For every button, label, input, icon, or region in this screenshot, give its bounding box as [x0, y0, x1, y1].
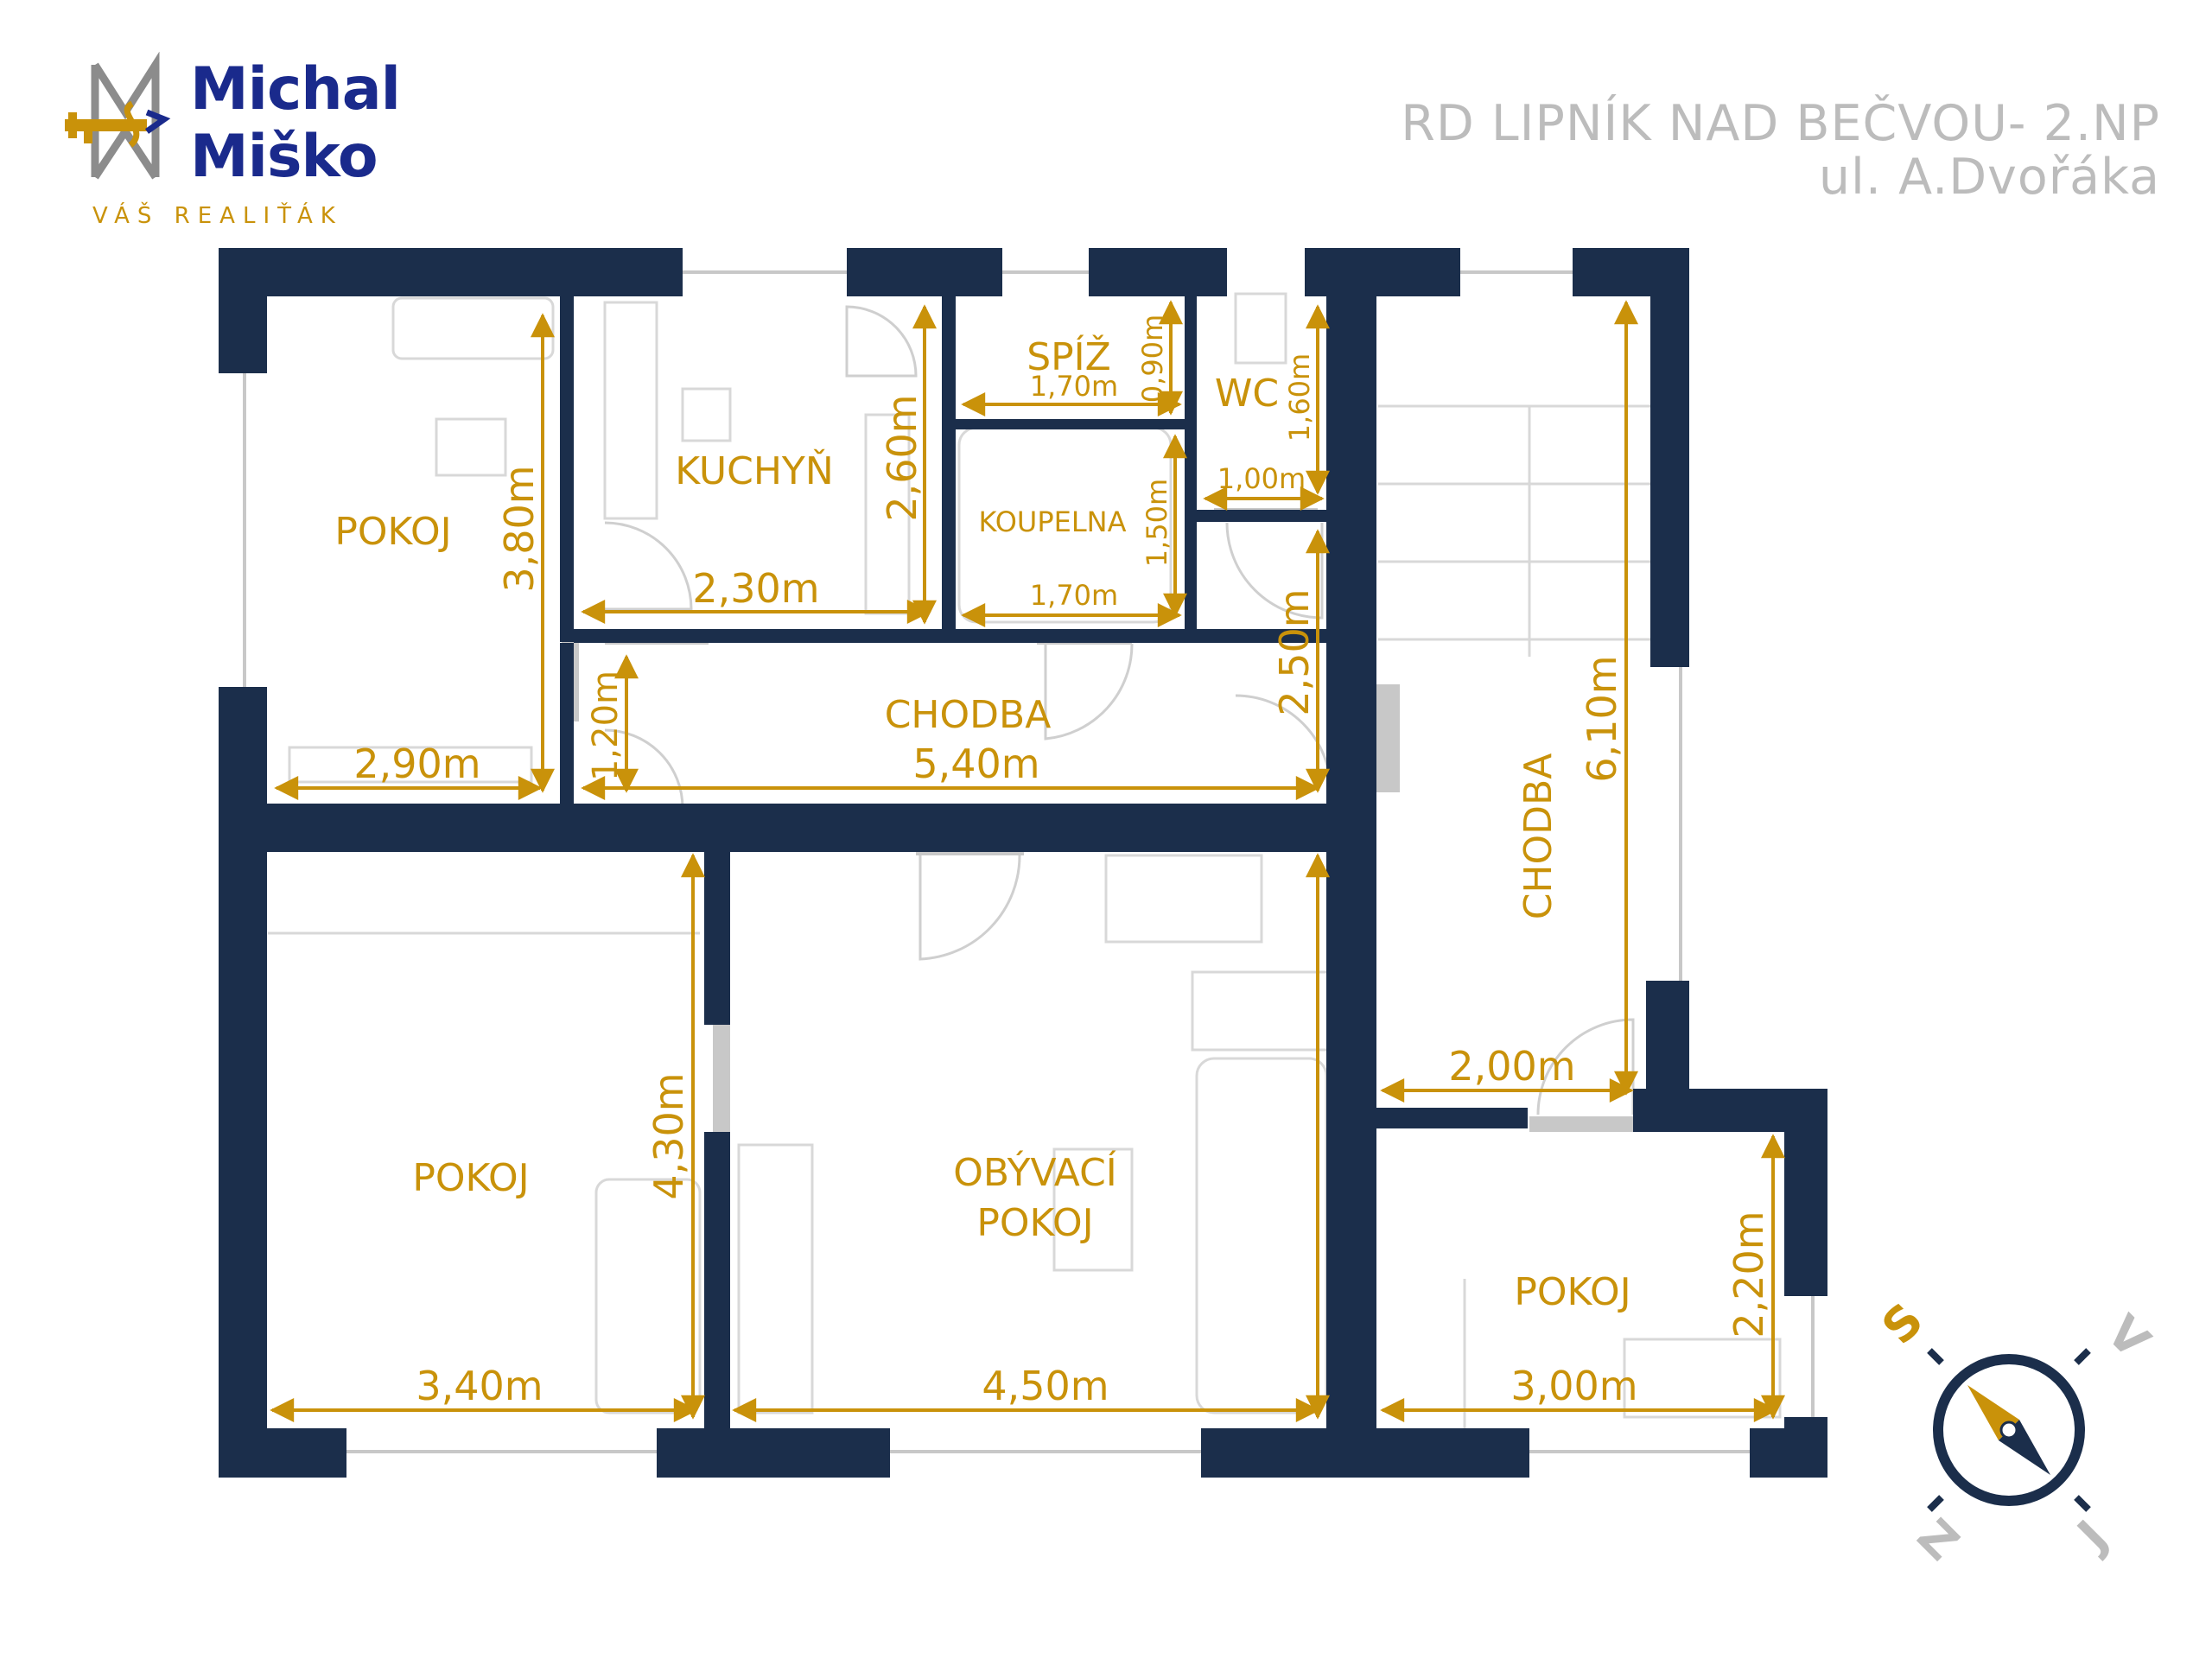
- room-pokoj-sw: POKOJ: [412, 1156, 529, 1200]
- logo-tagline: VÁŠ REALIŤÁK: [92, 203, 343, 229]
- dim-pokoj-se-height: 2,20m: [1726, 1211, 1772, 1338]
- dim-obyvaci-width: 4,50m: [982, 1363, 1109, 1409]
- room-chodba-east: CHODBA: [1516, 753, 1560, 920]
- dim-wc-height: 1,60m: [1283, 353, 1316, 442]
- walls: [219, 248, 1827, 1478]
- room-obyvaci-line2: POKOJ: [976, 1201, 1093, 1245]
- dimension-labels: 3,80m 2,90m 2,60m 2,30m 1,70m 0,90m 1,60…: [353, 315, 1772, 1409]
- dim-kuchyn-width: 2,30m: [692, 565, 819, 612]
- dim-chodba-short: 1,20m: [586, 671, 626, 781]
- dim-pokoj-sw-width: 3,40m: [416, 1363, 543, 1409]
- logo-name-last: Miško: [190, 123, 378, 191]
- room-pokoj-nw: POKOJ: [334, 510, 451, 554]
- dim-spiz-height: 0,90m: [1136, 315, 1169, 403]
- logo-name-first: Michal: [190, 55, 401, 124]
- dim-chodba-east-width: 2,00m: [1448, 1043, 1575, 1090]
- plan-title: RD LIPNÍK NAD BEČVOU- 2.NP ul. A.Dvořáka: [1401, 97, 2160, 204]
- room-chodba-center: CHODBA: [885, 693, 1052, 737]
- dim-chodba-width: 5,40m: [912, 741, 1039, 787]
- room-wc: WC: [1215, 372, 1279, 416]
- room-labels: POKOJ KUCHYŇ SPÍŽ WC KOUPELNA CHODBA CHO…: [334, 334, 1630, 1314]
- dim-wc-width: 1,00m: [1217, 462, 1306, 495]
- room-spiz: SPÍŽ: [1027, 334, 1111, 379]
- dim-chodba-height: 2,50m: [1271, 588, 1318, 715]
- dim-pokoj-nw-height: 3,80m: [496, 465, 543, 592]
- compass: S V J Z: [1872, 1293, 2160, 1571]
- room-kuchyn: KUCHYŇ: [675, 448, 833, 493]
- dim-spiz-width: 1,70m: [1030, 370, 1118, 403]
- dim-kuchyn-height: 2,60m: [879, 394, 925, 521]
- room-obyvaci-line1: OBÝVACÍ: [953, 1149, 1117, 1195]
- dimension-lines: [270, 300, 1785, 1422]
- dim-chodba-east-height: 6,10m: [1579, 655, 1625, 782]
- compass-west: Z: [1907, 1509, 1969, 1571]
- dim-koupelna-width: 1,70m: [1030, 579, 1118, 612]
- compass-needle-icon: [1967, 1385, 2050, 1475]
- dim-pokoj-nw-width: 2,90m: [353, 741, 480, 787]
- plan-title-line1: RD LIPNÍK NAD BEČVOU- 2.NP: [1401, 95, 2160, 152]
- logo: Michal Miško VÁŠ REALIŤÁK: [65, 52, 428, 242]
- dim-pokoj-sw-height: 4,30m: [645, 1072, 692, 1199]
- room-koupelna: KOUPELNA: [978, 505, 1126, 538]
- logo-key-icon: [65, 52, 171, 180]
- window-lines: [243, 270, 1815, 1453]
- compass-north: S: [1872, 1293, 1934, 1355]
- room-pokoj-se: POKOJ: [1514, 1270, 1630, 1314]
- dim-pokoj-se-width: 3,00m: [1510, 1363, 1637, 1409]
- compass-south: J: [2065, 1510, 2119, 1564]
- dim-koupelna-height: 1,50m: [1141, 479, 1173, 567]
- compass-east: V: [2096, 1305, 2160, 1369]
- plan-title-line2: ul. A.Dvořáka: [1818, 149, 2160, 206]
